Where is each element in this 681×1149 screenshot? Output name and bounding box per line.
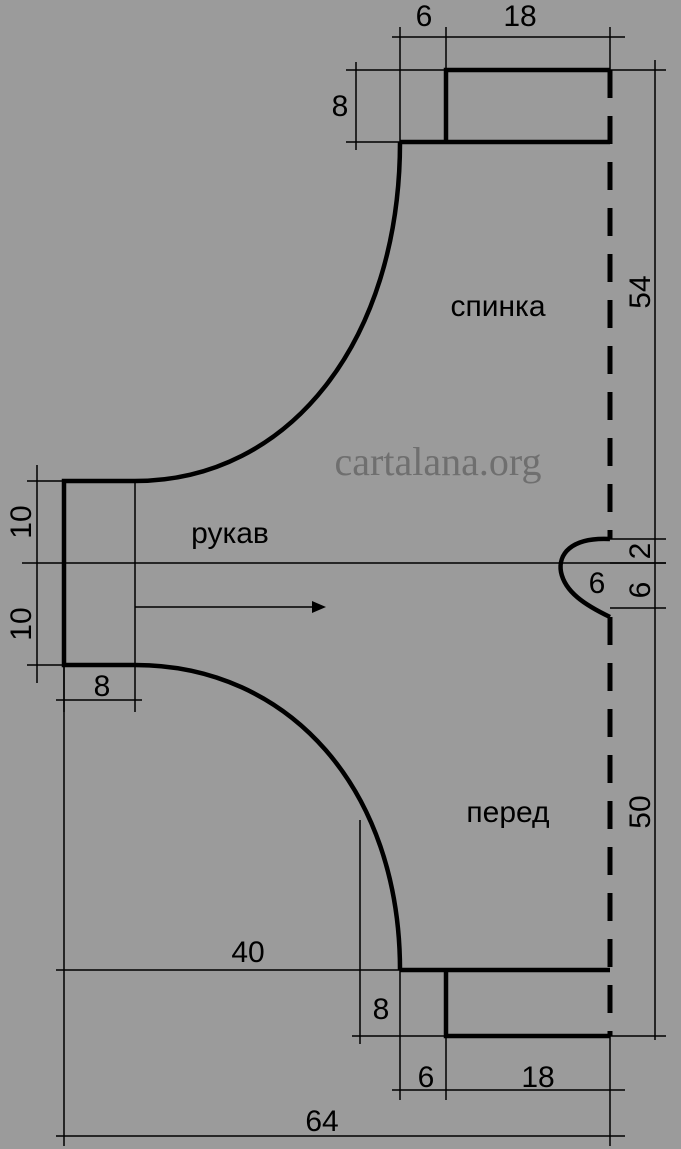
- front-armhole-curve: [134, 662, 403, 971]
- label-sleeve: рукав: [191, 517, 269, 550]
- dim-left-10-top: 10: [5, 505, 38, 538]
- label-back: спинка: [450, 290, 545, 323]
- dim-right-6: 6: [624, 582, 657, 599]
- dim-bottom-6: 6: [418, 1061, 435, 1094]
- back-armhole-curve: [134, 141, 403, 484]
- dim-right-50: 50: [624, 795, 657, 828]
- front-band: [443, 970, 610, 1039]
- dim-right-2: 2: [624, 543, 657, 560]
- watermark-text: cartalana.org: [335, 439, 542, 484]
- back-band: [443, 67, 610, 142]
- label-front: перед: [466, 796, 549, 829]
- dim-top-6: 6: [416, 0, 433, 33]
- pattern-outline: [61, 67, 611, 1039]
- dim-bottom-40: 40: [231, 936, 264, 969]
- dim-top-18: 18: [503, 0, 536, 33]
- neck-opening: [558, 536, 611, 620]
- dim-total-64: 64: [305, 1105, 338, 1138]
- dim-bottom-18: 18: [521, 1061, 554, 1094]
- dim-top-8: 8: [332, 90, 349, 123]
- dim-left-10-bottom: 10: [5, 607, 38, 640]
- dim-right-54: 54: [624, 275, 657, 308]
- dim-neck-6: 6: [589, 567, 606, 600]
- dim-sleeve-8: 8: [94, 670, 111, 703]
- dim-bottom-8: 8: [373, 993, 390, 1026]
- direction-arrow-head: [312, 601, 326, 613]
- sleeve-outline: [61, 478, 135, 668]
